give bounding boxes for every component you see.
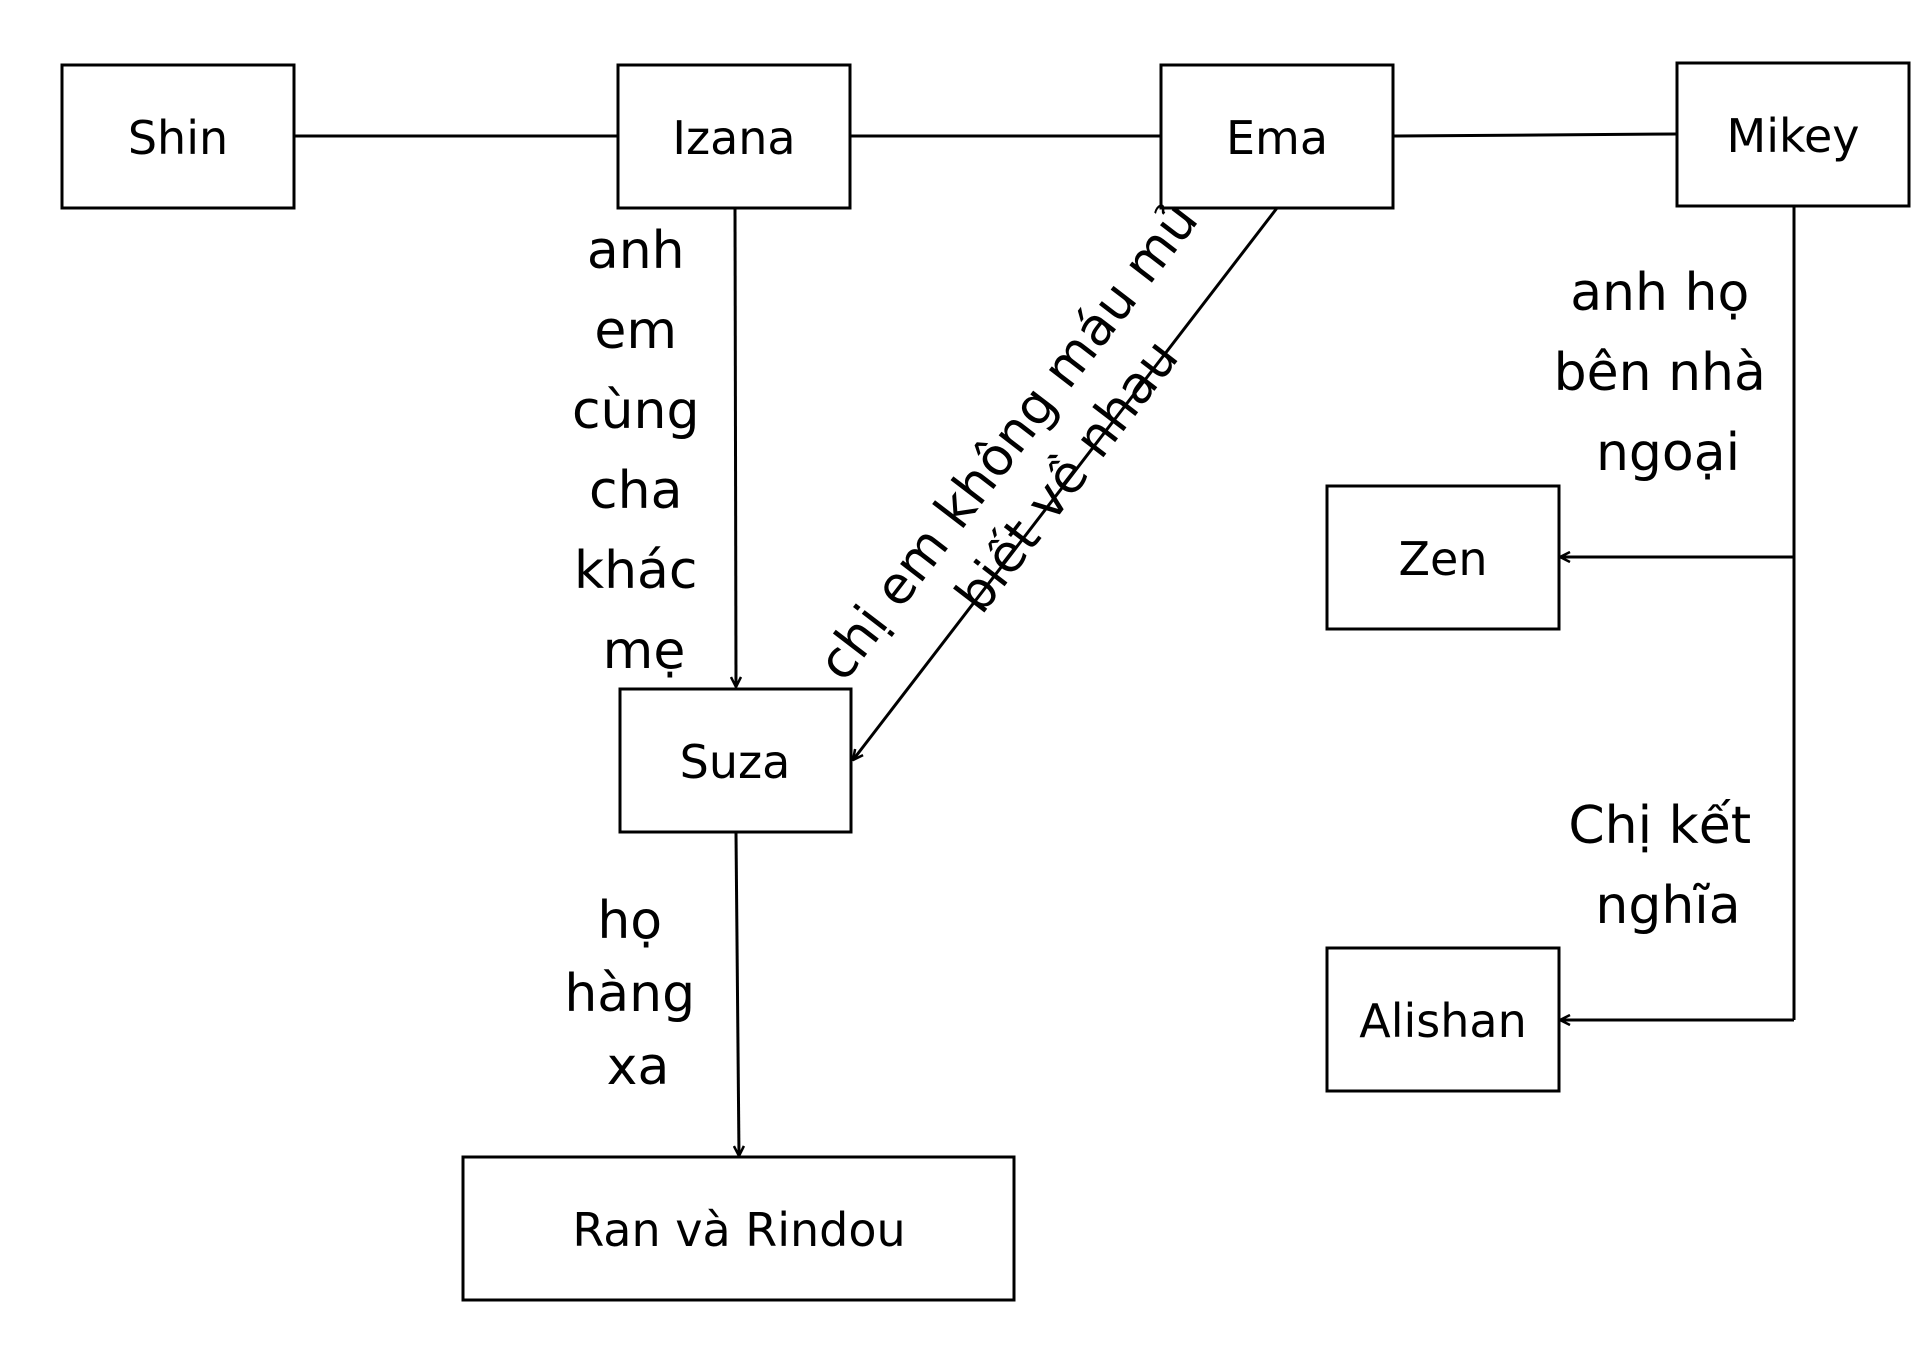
- label-suza-ran-rindou-line: xa: [607, 1037, 670, 1097]
- label-izana-suza-line: cha: [589, 461, 682, 521]
- node-ema: Ema: [1159, 63, 1395, 210]
- edge-ema-mikey: [1392, 132, 1678, 138]
- label-suza-ran-rindou-line: họ: [597, 891, 662, 951]
- node-alishan: Alishan: [1325, 946, 1561, 1093]
- node-suza: Suza: [618, 687, 853, 834]
- node-ran-rindou: Ran và Rindou: [461, 1155, 1016, 1302]
- node-suza-label: Suza: [680, 735, 791, 789]
- node-alishan-label: Alishan: [1359, 994, 1527, 1048]
- arrow-izana-suza: [735, 207, 736, 687]
- label-mikey-zen-line: ngoại: [1596, 423, 1740, 483]
- arrow-ema-suza: [853, 207, 1279, 760]
- node-izana: Izana: [616, 63, 852, 210]
- node-shin-label: Shin: [128, 111, 228, 165]
- arrow-suza-ran-rindou: [736, 832, 739, 1156]
- label-suza-ran-rindou: họ hàng xa: [564, 891, 711, 1097]
- label-mikey-alishan: Chị kết nghĩa: [1568, 796, 1767, 936]
- node-mikey: Mikey: [1675, 61, 1911, 208]
- label-izana-suza-line: khác: [574, 541, 698, 601]
- label-mikey-alishan-line: Chị kết: [1568, 796, 1751, 856]
- label-izana-suza-line: mẹ: [603, 621, 686, 681]
- svg-text:chị em không máu mủ biết: chị em không máu mủ biết về nhau: [807, 178, 1275, 733]
- node-zen: Zen: [1325, 484, 1561, 631]
- label-izana-suza-line: em: [594, 301, 677, 361]
- label-mikey-zen: anh họ bên nhà ngoại: [1554, 263, 1783, 483]
- label-mikey-zen-line: anh họ: [1570, 263, 1749, 323]
- node-zen-label: Zen: [1399, 532, 1488, 586]
- node-izana-label: Izana: [672, 111, 795, 165]
- label-mikey-alishan-line: nghĩa: [1595, 876, 1740, 936]
- label-mikey-zen-line: bên nhà: [1554, 343, 1766, 403]
- node-ran-rindou-label: Ran và Rindou: [572, 1203, 905, 1257]
- label-izana-suza: anh em cùng cha khác mẹ: [572, 221, 716, 681]
- label-ema-suza-line: chị em không máu mủ: [807, 191, 1211, 691]
- node-mikey-label: Mikey: [1727, 109, 1860, 163]
- label-izana-suza-line: anh: [587, 221, 685, 281]
- label-suza-ran-rindou-line: hàng: [564, 964, 695, 1024]
- node-shin: Shin: [60, 63, 296, 210]
- node-ema-label: Ema: [1226, 111, 1328, 165]
- label-ema-suza: chị em không máu mủ biết về nhau: [807, 178, 1275, 733]
- label-izana-suza-line: cùng: [572, 381, 700, 441]
